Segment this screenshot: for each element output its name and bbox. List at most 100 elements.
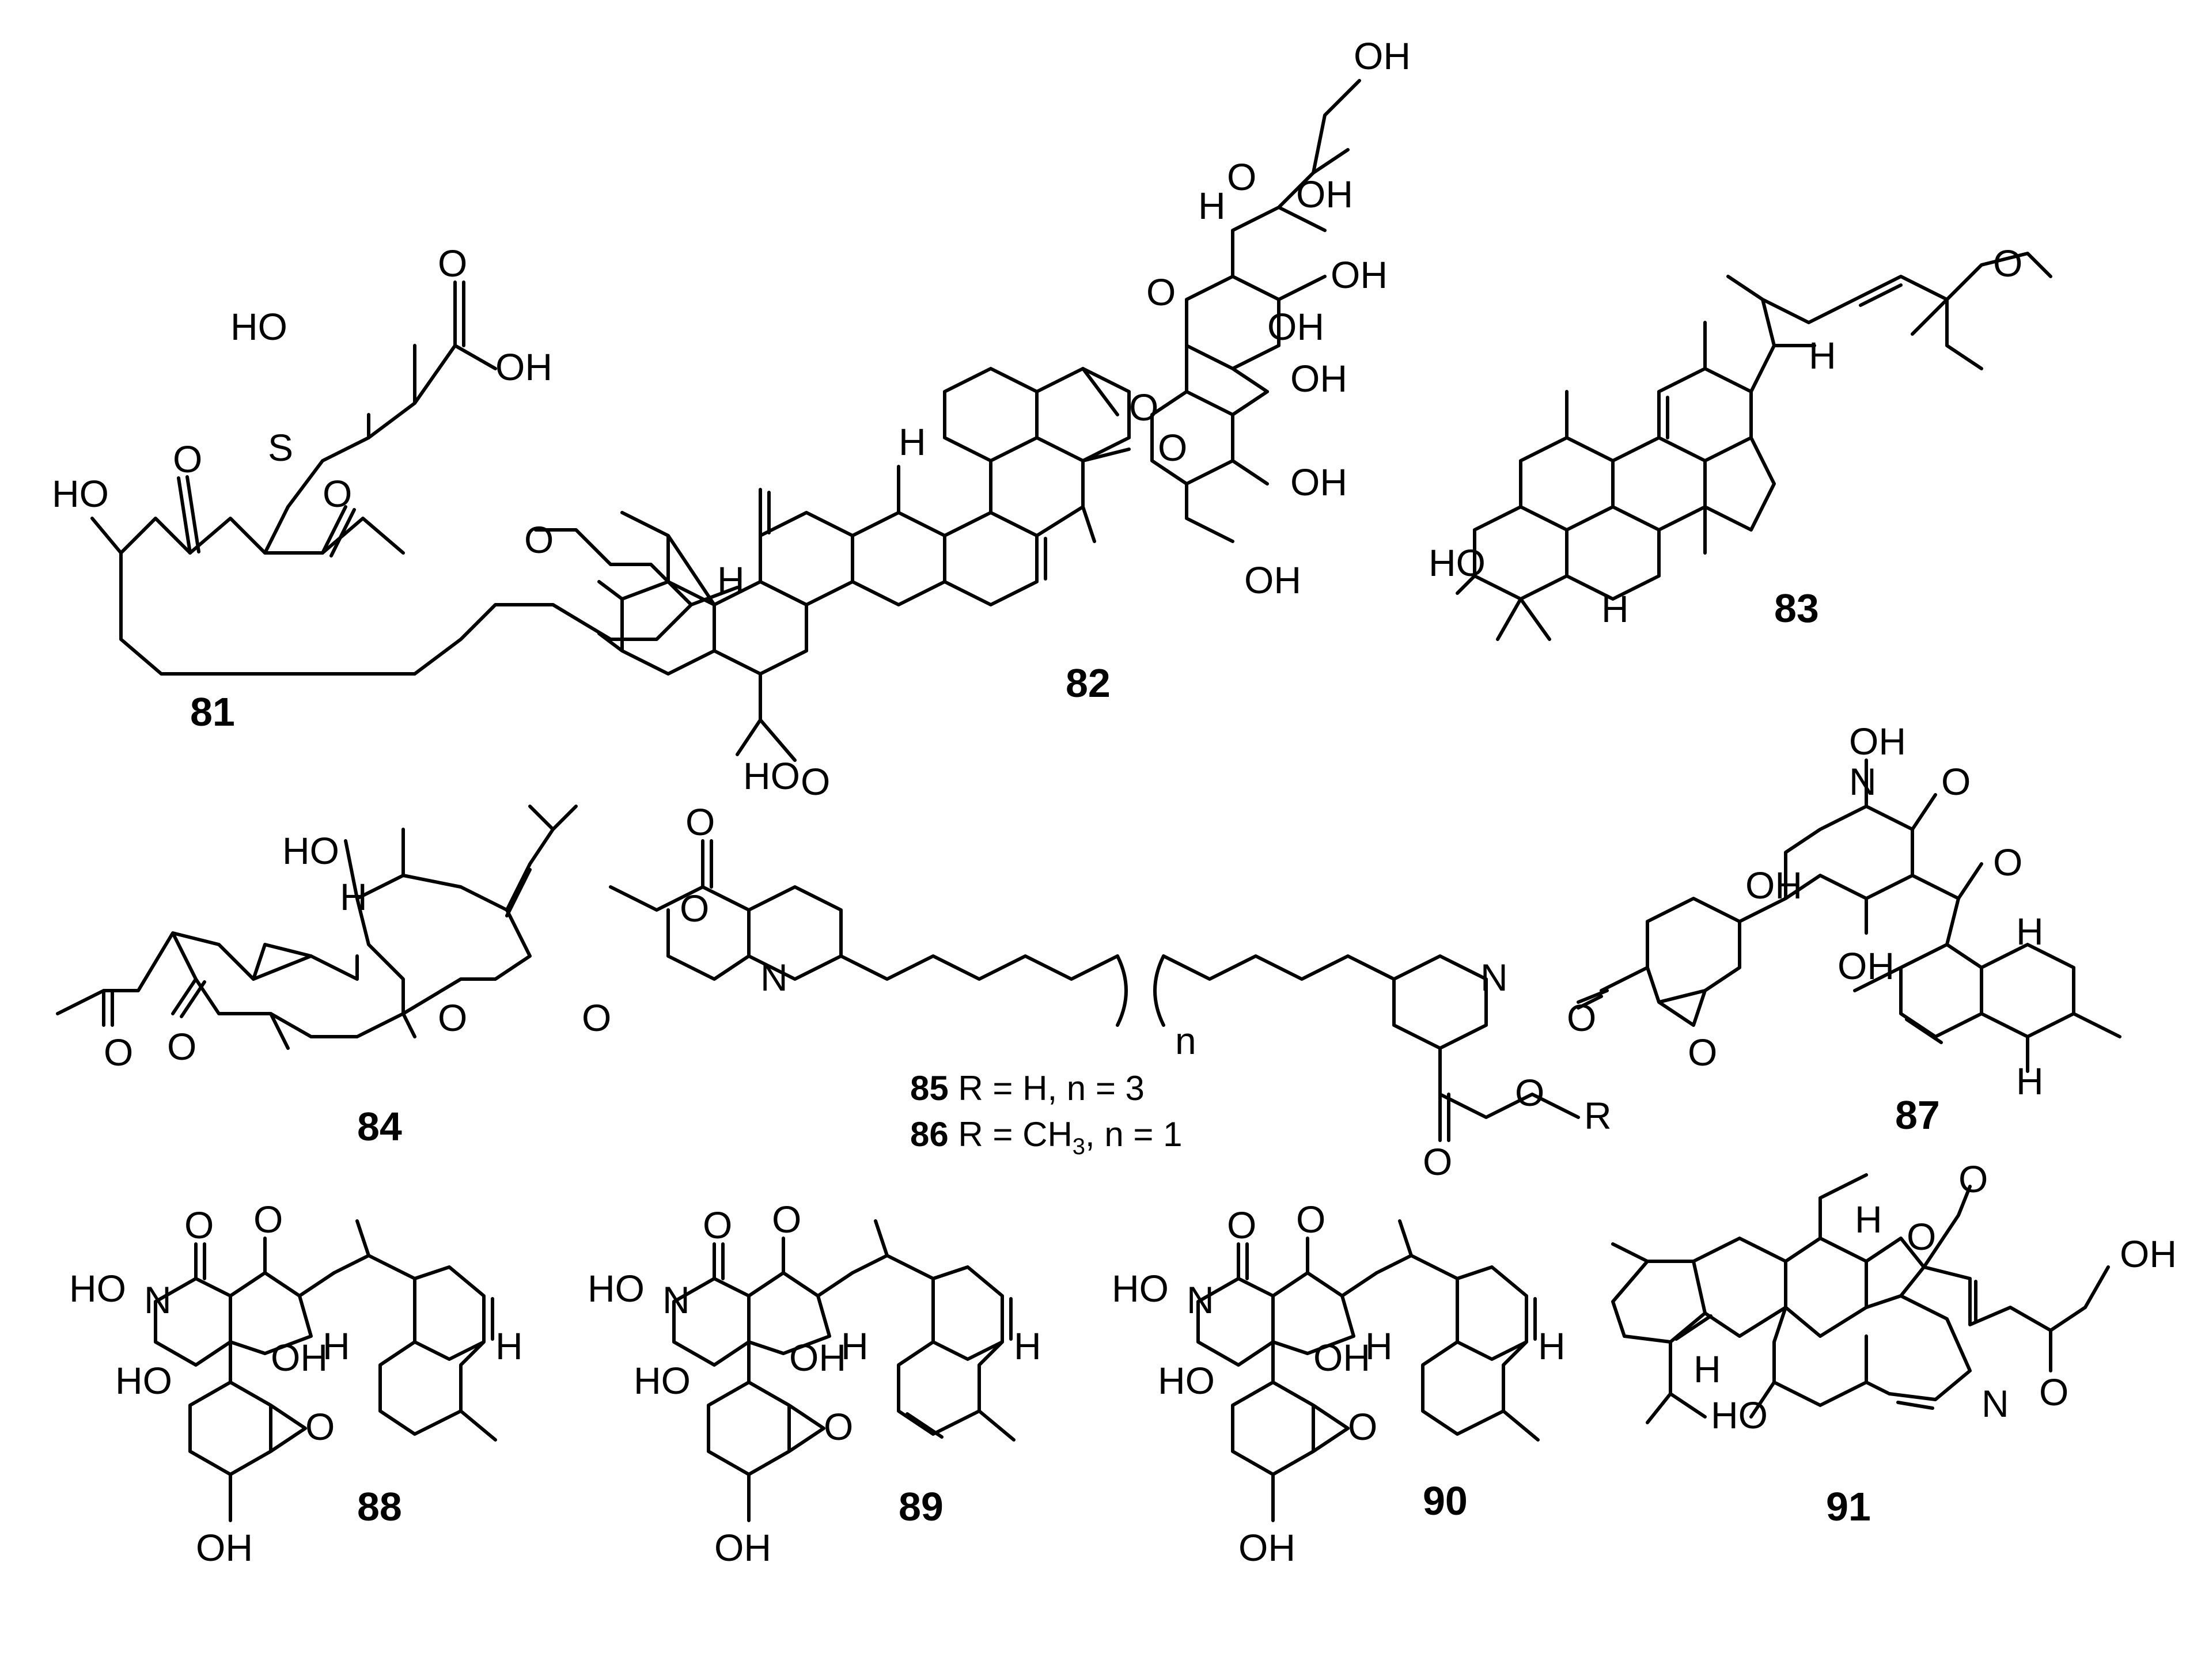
atom-label: HO [1158,1359,1215,1402]
atom-label: O [1296,1198,1325,1241]
compound-89-structure: HO N O O OH HO O OH H H 89 [588,1198,1041,1569]
atom-label: HO [230,305,287,348]
atom-label: O [1348,1405,1377,1448]
atom-label: H [899,420,926,463]
atom-label: HO [743,754,800,797]
atom-label: O [1515,1071,1544,1114]
atom-label: N [144,1279,172,1321]
atom-label: OH [714,1526,771,1569]
atom-label: H [1809,334,1836,377]
atom-label: O [1993,242,2022,285]
compound-81-structure: HO O S O O HO O OH 81 [52,242,739,734]
atom-label: H [1855,1198,1882,1241]
atom-label: R [1584,1094,1612,1137]
compound-number: 84 [357,1104,402,1149]
atom-label: H [2016,910,2044,953]
compound-number: 88 [357,1484,402,1529]
atom-label: O [1227,1204,1256,1246]
atom-label: O [1688,1031,1717,1074]
atom-label: HO [1112,1267,1169,1310]
atom-label: HO [52,472,109,515]
atom-label: O [1958,1158,1988,1200]
compound-number: 90 [1423,1478,1468,1523]
atom-label: OH [1290,461,1347,503]
compound-91-structure: H HO H O O N O OH 91 [1611,1158,2177,1529]
compound-number: 91 [1826,1484,1871,1529]
atom-label: O [167,1025,196,1068]
compound-88-structure: HO N O O OH HO O OH H H 88 [69,1198,523,1569]
atom-label: O [1423,1140,1452,1183]
atom-label: O [1993,841,2022,883]
atom-label: H [495,1325,523,1367]
atom-label: N [1849,760,1877,803]
atom-label: O [323,472,352,515]
atom-label: HO [1711,1394,1768,1436]
atom-label: O [253,1198,283,1241]
atom-label: N [1187,1279,1214,1321]
atom-label: O [438,996,467,1039]
compound-82-structure: HO O H H O O OH OH OH O H O OH OH OH OH … [597,35,1411,803]
atom-label: O [1158,426,1187,469]
atom-label: O [680,887,709,930]
atom-label: H [1693,1348,1721,1390]
compound-number: 82 [1066,661,1111,706]
atom-label: O [438,242,467,285]
atom-label: OH [1244,559,1301,601]
compound-caption: 85 R = H, n = 3 [910,1069,1145,1108]
compound-83-structure: HO H H O 83 [1429,242,2052,641]
atom-label: N [662,1279,690,1321]
atom-label: OH [495,346,552,388]
atom-label: OH [1838,945,1895,987]
atom-label: O [772,1198,801,1241]
compound-87-structure: O O OH OH OH N O O H H 87 [1567,720,2121,1137]
atom-label: N [760,956,788,999]
atom-label: OH [271,1336,328,1379]
atom-label: HO [115,1359,172,1402]
atom-label: HO [588,1267,645,1310]
atom-label: O [305,1405,335,1448]
atom-label: O [104,1031,133,1074]
atom-label: OH [1313,1336,1370,1379]
atom-label: H [1538,1325,1566,1367]
compound-number: 89 [899,1484,944,1529]
atom-label: O [801,760,830,803]
atom-label: n [1175,1019,1196,1062]
atom-label: O [1129,386,1158,428]
atom-label: S [268,426,293,469]
atom-label: OH [2120,1232,2177,1275]
compound-caption: 86 R = CH3, n = 1 [910,1115,1183,1159]
compound-84-structure: HO H O O O O 84 [56,805,611,1149]
atom-label: O [1146,271,1176,313]
atom-label: O [685,801,715,843]
compound-90-structure: HO N O O OH HO O OH H H 90 [1112,1198,1566,1569]
atom-label: H [841,1325,869,1367]
atom-label: O [1941,760,1971,803]
atom-label: O [173,438,202,480]
atom-label: OH [1238,1526,1295,1569]
atom-label: H [1014,1325,1041,1367]
atom-label: OH [1745,864,1802,907]
atom-label: H [340,875,368,918]
compound-number: 87 [1895,1093,1940,1137]
atom-label: OH [1267,305,1324,348]
atom-label: O [1567,996,1596,1039]
atom-label: N [1982,1382,2009,1425]
atom-label: O [1907,1215,1936,1258]
atom-label: H [1365,1325,1393,1367]
atom-label: O [2039,1371,2068,1413]
atom-label: OH [1354,35,1411,77]
atom-label: H [2016,1060,2044,1102]
atom-label: H [1601,587,1629,630]
atom-label: OH [196,1526,253,1569]
atom-label: H [1198,184,1226,227]
atom-label: O [184,1204,214,1246]
atom-label: O [1227,156,1256,198]
atom-label: O [524,518,554,561]
compound-number: 81 [190,689,235,734]
atom-label: HO [282,829,339,872]
atom-label: O [582,996,611,1039]
atom-label: OH [1296,173,1353,215]
atom-label: OH [789,1336,846,1379]
